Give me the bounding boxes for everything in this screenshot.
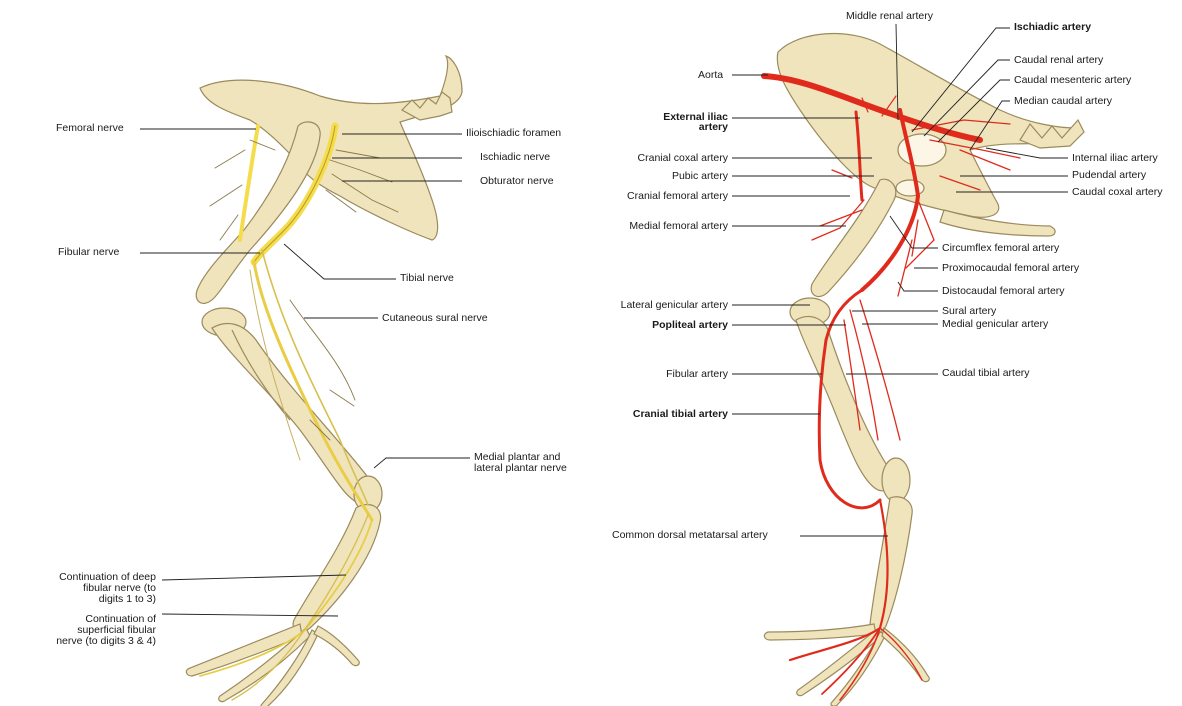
label-caudal-tibial-artery: Caudal tibial artery [942, 368, 1030, 379]
label-pubic-artery: Pubic artery [570, 171, 728, 182]
label-external-iliac-artery: External iliac artery [600, 112, 728, 132]
label-sural-artery: Sural artery [942, 306, 996, 317]
label-cutaneous-sural-nerve: Cutaneous sural nerve [382, 313, 488, 324]
label-ischiadic-artery: Ischiadic artery [1014, 22, 1091, 33]
label-caudal-mesenteric-artery: Caudal mesenteric artery [1014, 75, 1131, 86]
label-caudal-coxal-artery: Caudal coxal artery [1072, 187, 1162, 198]
label-pudendal-artery: Pudendal artery [1072, 170, 1146, 181]
label-common-dorsal-metatarsal-artery: Common dorsal metatarsal artery [612, 530, 768, 541]
label-superficial-fibular-nerve: Continuation of superficial fibular nerv… [6, 614, 156, 647]
label-femoral-nerve: Femoral nerve [56, 123, 124, 134]
label-popliteal-artery: Popliteal artery [570, 320, 728, 331]
label-lateral-genicular-artery: Lateral genicular artery [570, 300, 728, 311]
label-fibular-nerve: Fibular nerve [58, 247, 119, 258]
label-cranial-coxal-artery: Cranial coxal artery [570, 153, 728, 164]
label-circumflex-femoral-artery: Circumflex femoral artery [942, 243, 1059, 254]
label-tibial-nerve: Tibial nerve [400, 273, 454, 284]
label-cranial-femoral-artery: Cranial femoral artery [570, 191, 728, 202]
label-ilioischiadic-foramen: Ilioischiadic foramen [466, 128, 561, 139]
right-limb-bones [764, 34, 1084, 706]
label-medial-plantar-nerve: Medial plantar and lateral plantar nerve [474, 452, 567, 474]
label-internal-iliac-artery: Internal iliac artery [1072, 153, 1158, 164]
label-distocaudal-femoral-artery: Distocaudal femoral artery [942, 286, 1065, 297]
label-middle-renal-artery: Middle renal artery [846, 11, 933, 22]
label-aorta: Aorta [698, 70, 723, 81]
label-median-caudal-artery: Median caudal artery [1014, 96, 1112, 107]
label-caudal-renal-artery: Caudal renal artery [1014, 55, 1103, 66]
label-medial-femoral-artery: Medial femoral artery [570, 221, 728, 232]
label-cranial-tibial-artery: Cranial tibial artery [570, 409, 728, 420]
label-medial-genicular-artery: Medial genicular artery [942, 319, 1048, 330]
label-fibular-artery: Fibular artery [570, 369, 728, 380]
left-limb-bones [186, 56, 462, 706]
label-ischiadic-nerve: Ischiadic nerve [480, 152, 550, 163]
label-proximocaudal-femoral-artery: Proximocaudal femoral artery [942, 263, 1079, 274]
label-deep-fibular-nerve: Continuation of deep fibular nerve (to d… [6, 572, 156, 605]
label-obturator-nerve: Obturator nerve [480, 176, 554, 187]
